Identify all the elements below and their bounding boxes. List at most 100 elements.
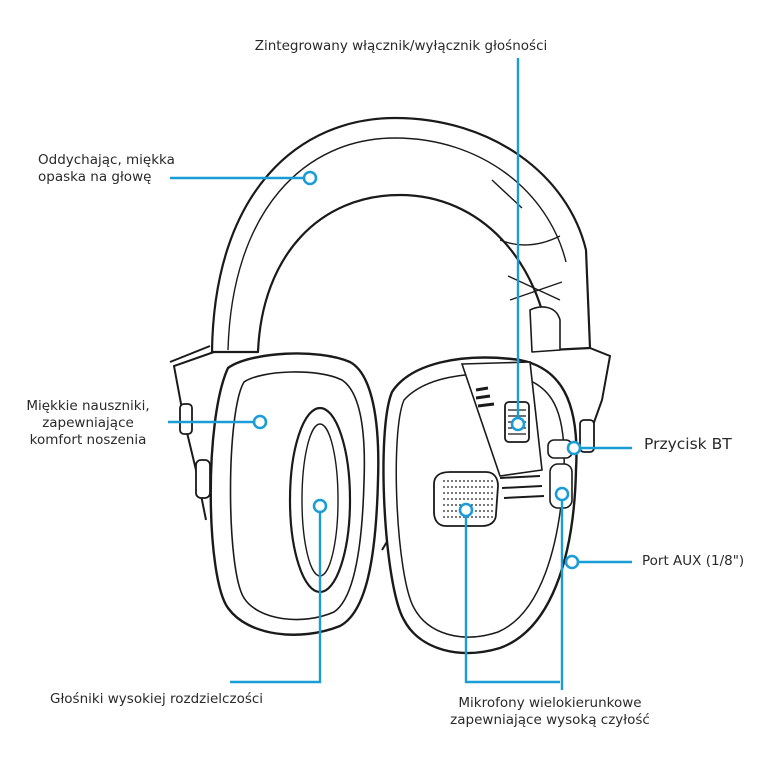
- grille-dot: [451, 504, 453, 506]
- grille-dot: [471, 486, 473, 488]
- grille-dot: [479, 516, 481, 518]
- label-bt-button: Przycisk BT: [644, 436, 732, 453]
- grille-dot: [447, 516, 449, 518]
- grille-dot: [483, 492, 485, 494]
- grille-dot: [483, 486, 485, 488]
- grille-dot: [487, 504, 489, 506]
- point-aux: [564, 554, 580, 570]
- grille-dot: [455, 492, 457, 494]
- grille-dot: [487, 516, 489, 518]
- grille-dot: [455, 480, 457, 482]
- grille-dot: [463, 480, 465, 482]
- grille-dot: [459, 498, 461, 500]
- grille-dot: [451, 486, 453, 488]
- point-headband: [302, 170, 318, 186]
- grille-dot: [491, 510, 493, 512]
- point-cushions: [252, 414, 268, 430]
- grille-dot: [455, 486, 457, 488]
- grille-dot: [467, 486, 469, 488]
- grille-dot: [455, 504, 457, 506]
- grille-dot: [475, 498, 477, 500]
- grille-dot: [491, 504, 493, 506]
- grille-dot: [467, 480, 469, 482]
- grille-dot: [447, 492, 449, 494]
- leader-speakers: [230, 510, 322, 684]
- grille-dot: [463, 498, 465, 500]
- grille-dot: [451, 510, 453, 512]
- grille-dot: [483, 510, 485, 512]
- grille-dot: [491, 492, 493, 494]
- grille-dot: [487, 486, 489, 488]
- grille-dot: [443, 480, 445, 482]
- grille-dot: [467, 498, 469, 500]
- grille-dot: [443, 492, 445, 494]
- grille-dot: [483, 498, 485, 500]
- grille-dot: [459, 480, 461, 482]
- label-ear-cushions: Miękkie nauszniki, zapewniające komfort …: [8, 398, 168, 449]
- grille-dot: [491, 516, 493, 518]
- grille-dot: [459, 486, 461, 488]
- grille-dot: [467, 492, 469, 494]
- grille-dot: [475, 510, 477, 512]
- label-aux-port: Port AUX (1/8"): [642, 553, 744, 570]
- grille-dot: [451, 498, 453, 500]
- label-line: opaska na głowę: [38, 169, 152, 185]
- grille-dot: [459, 516, 461, 518]
- callout-points: [252, 170, 582, 570]
- grille-dot: [443, 498, 445, 500]
- grille-dot: [475, 492, 477, 494]
- grille-dot: [447, 486, 449, 488]
- grille-dot: [479, 510, 481, 512]
- grille-dot: [463, 492, 465, 494]
- point-speakers: [312, 498, 328, 514]
- grille-dot: [451, 516, 453, 518]
- point-mic-left: [458, 502, 474, 518]
- grille-dot: [491, 480, 493, 482]
- grille-dot: [475, 516, 477, 518]
- headband: [210, 116, 592, 354]
- grille-dot: [483, 516, 485, 518]
- grille-dot: [487, 498, 489, 500]
- grille-dot: [475, 480, 477, 482]
- grille-dot: [491, 486, 493, 488]
- grille-dot: [479, 498, 481, 500]
- grille-dot: [487, 492, 489, 494]
- grille-dot: [447, 504, 449, 506]
- grille-dot: [479, 504, 481, 506]
- label-line: Głośniki wysokiej rozdzielczości: [50, 691, 264, 707]
- grille-dot: [491, 498, 493, 500]
- grille-dot: [459, 492, 461, 494]
- grille-dot: [451, 480, 453, 482]
- grille-dot: [447, 480, 449, 482]
- grille-dot: [471, 516, 473, 518]
- left-ear-cup: [209, 352, 380, 636]
- grille-dot: [443, 510, 445, 512]
- grille-dot: [479, 480, 481, 482]
- grille-dot: [447, 498, 449, 500]
- grille-dot: [443, 486, 445, 488]
- grille-dot: [455, 498, 457, 500]
- point-bt: [566, 440, 582, 456]
- label-line: Mikrofony wielokierunkowe: [458, 695, 642, 711]
- label-line: Zintegrowany włącznik/wyłącznik głośnośc…: [254, 38, 548, 54]
- label-microphones: Mikrofony wielokierunkowe zapewniające w…: [420, 695, 680, 729]
- leader-mic-left: [464, 512, 560, 684]
- grille-dot: [483, 480, 485, 482]
- label-line: Port AUX (1/8"): [642, 553, 745, 569]
- grille-dot: [455, 510, 457, 512]
- grille-dot: [475, 486, 477, 488]
- label-speakers: Głośniki wysokiej rozdzielczości: [50, 691, 263, 708]
- grille-dot: [471, 492, 473, 494]
- label-line: Przycisk BT: [644, 435, 732, 453]
- callout-leaders: [168, 58, 632, 690]
- label-headband: Oddychając, miękka opaska na głowę: [38, 152, 175, 186]
- grille-dot: [471, 498, 473, 500]
- point-switch: [510, 416, 526, 432]
- point-mic-right: [554, 486, 570, 502]
- grille-dot: [443, 504, 445, 506]
- grille-dot: [455, 516, 457, 518]
- grille-dot: [471, 480, 473, 482]
- grille-dot: [475, 504, 477, 506]
